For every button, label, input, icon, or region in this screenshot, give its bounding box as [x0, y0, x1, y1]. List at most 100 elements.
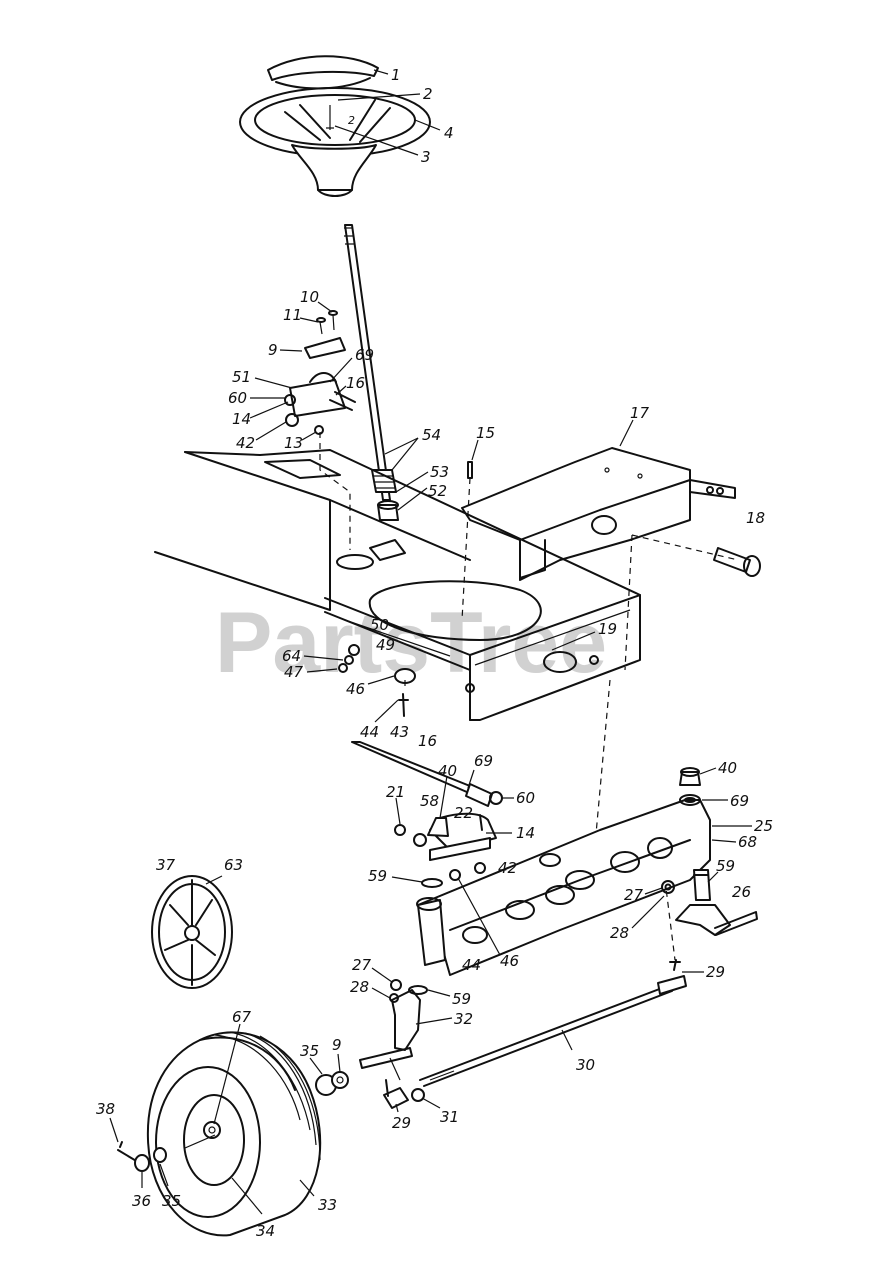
left-spindle	[359, 979, 428, 1081]
svg-text:69: 69	[355, 346, 374, 364]
label-43: 43	[390, 723, 409, 741]
clevis-pin	[713, 547, 761, 577]
label-9b: 9	[332, 1036, 342, 1073]
svg-text:47: 47	[284, 663, 304, 681]
svg-text:38: 38	[96, 1100, 115, 1118]
label-44a: 44	[360, 699, 399, 741]
svg-text:40: 40	[438, 762, 457, 780]
tie-rod	[419, 959, 687, 1087]
label-27b: 27	[352, 956, 393, 983]
label-33: 33	[299, 1179, 337, 1214]
label-15: 15	[471, 424, 495, 461]
label-27a: 27	[624, 886, 663, 904]
svg-text:42: 42	[498, 859, 517, 877]
svg-text:27: 27	[624, 886, 644, 904]
label-51: 51	[232, 368, 293, 389]
drag-link	[351, 741, 503, 807]
svg-text:64: 64	[282, 647, 301, 665]
label-47: 47	[284, 663, 338, 681]
svg-text:59: 59	[452, 990, 471, 1008]
label-50: 50	[370, 616, 389, 634]
label-14b: 14	[486, 824, 535, 842]
front-axle	[416, 799, 711, 976]
label-28a: 28	[610, 895, 665, 942]
label-37: 37	[156, 856, 176, 874]
label-54: 54	[384, 426, 441, 471]
hub-cap	[151, 875, 233, 989]
label-13: 13	[284, 431, 317, 452]
svg-text:30: 30	[576, 1056, 595, 1074]
label-35b: 35	[159, 1163, 181, 1210]
svg-text:46: 46	[500, 952, 519, 970]
svg-text:35: 35	[300, 1042, 319, 1060]
label-38: 38	[96, 1100, 119, 1143]
label-29a: 29	[682, 963, 725, 981]
svg-text:54: 54	[422, 426, 441, 444]
svg-text:18: 18	[746, 509, 765, 527]
svg-text:49: 49	[376, 636, 395, 654]
label-26: 26	[732, 883, 751, 901]
svg-text:68: 68	[738, 833, 757, 851]
svg-text:51: 51	[232, 368, 251, 386]
tie-rod-end	[383, 1079, 425, 1109]
svg-text:10: 10	[300, 288, 319, 306]
svg-text:27: 27	[352, 956, 372, 974]
svg-text:4: 4	[444, 124, 454, 142]
svg-text:22: 22	[454, 804, 473, 822]
svg-text:19: 19	[598, 620, 617, 638]
svg-text:16: 16	[418, 732, 437, 750]
svg-text:15: 15	[476, 424, 495, 442]
label-53: 53	[395, 463, 449, 493]
front-bracket	[461, 447, 736, 581]
svg-text:60: 60	[228, 389, 247, 407]
svg-text:1: 1	[391, 66, 401, 84]
wheel-bushing	[315, 1071, 349, 1096]
label-58: 58	[420, 792, 439, 810]
svg-text:14: 14	[232, 410, 251, 428]
tractor-frame	[154, 449, 641, 721]
svg-text:44: 44	[360, 723, 379, 741]
svg-text:28: 28	[350, 978, 369, 996]
label-28b: 28	[350, 978, 391, 999]
svg-text:52: 52	[428, 482, 447, 500]
svg-text:2: 2	[348, 114, 355, 127]
label-30: 30	[561, 1029, 595, 1074]
right-spindle	[661, 869, 758, 936]
label-60b: 60	[502, 789, 535, 807]
steering-arm	[394, 812, 497, 888]
label-10: 10	[300, 288, 333, 313]
label-63: 63	[205, 856, 243, 885]
steering-wheel-cap	[267, 55, 379, 90]
svg-text:59: 59	[368, 867, 387, 885]
svg-text:16: 16	[346, 374, 365, 392]
label-35a: 35	[300, 1042, 323, 1075]
svg-text:25: 25	[754, 817, 773, 835]
label-4: 4	[414, 119, 454, 142]
svg-text:9: 9	[332, 1036, 342, 1054]
svg-text:3: 3	[421, 148, 431, 166]
label-9a: 9	[268, 341, 303, 359]
label-11: 11	[283, 306, 319, 324]
right-spindle-hardware	[679, 767, 701, 806]
label-31: 31	[421, 1097, 459, 1126]
svg-text:26: 26	[732, 883, 751, 901]
svg-text:34: 34	[256, 1222, 275, 1240]
label-17: 17	[619, 404, 650, 447]
label-16a: 16	[335, 374, 365, 396]
steering-shaft	[344, 224, 399, 521]
label-16b: 16	[418, 732, 437, 750]
label-69c: 69	[702, 792, 749, 810]
svg-text:46: 46	[346, 680, 365, 698]
svg-text:29: 29	[706, 963, 725, 981]
label-18: 18	[746, 509, 765, 527]
label-49: 49	[376, 636, 395, 654]
label-25: 25	[712, 817, 773, 835]
svg-text:42: 42	[236, 434, 255, 452]
label-40b: 40	[699, 759, 737, 777]
label-69b: 69	[467, 752, 493, 789]
label-32: 32	[415, 1010, 473, 1028]
svg-text:50: 50	[370, 616, 389, 634]
steering-bracket-parts	[284, 310, 356, 435]
svg-text:32: 32	[454, 1010, 473, 1028]
